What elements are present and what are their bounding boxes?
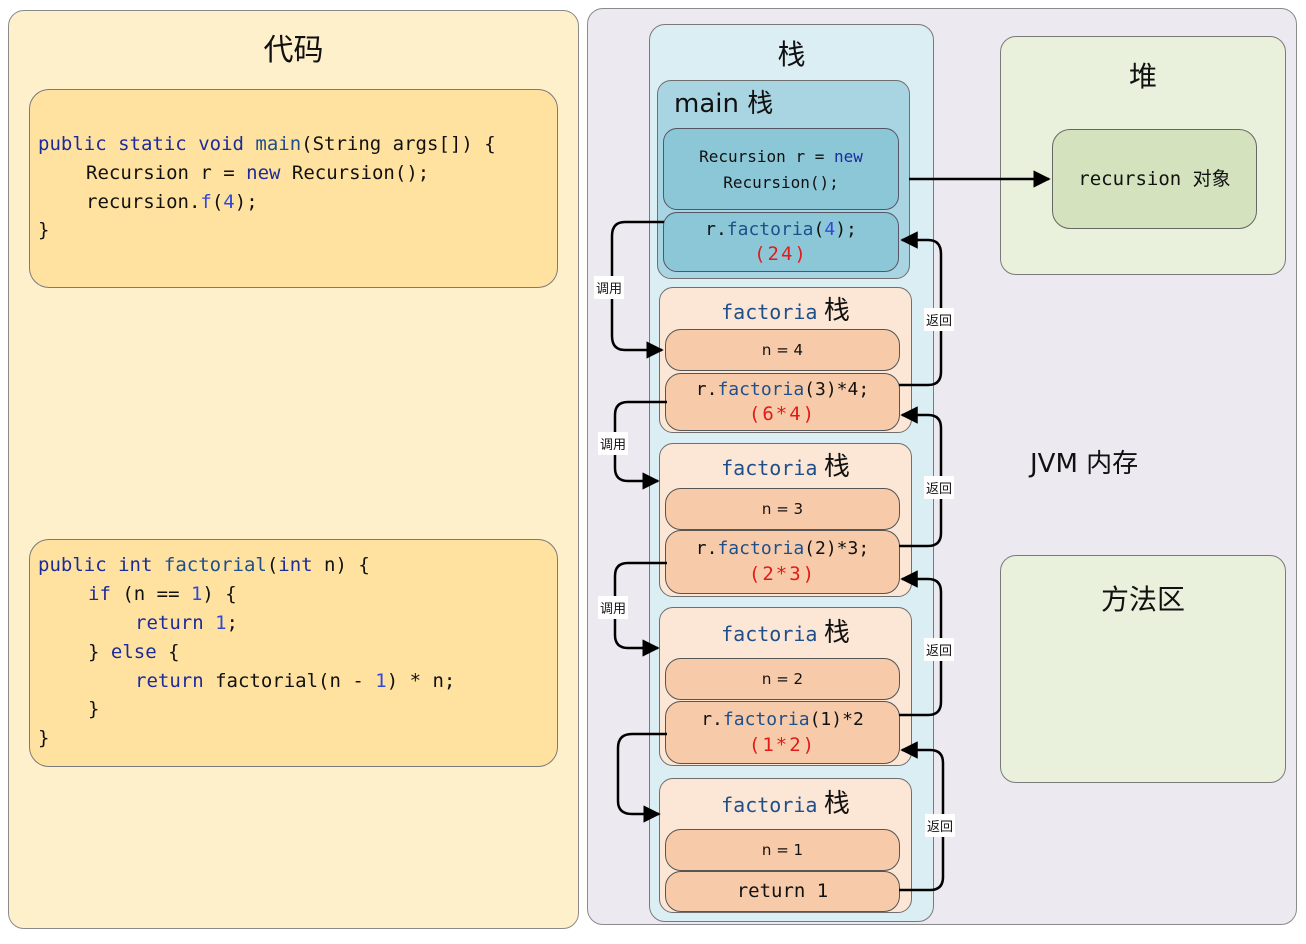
call-label: 调用 <box>598 596 629 619</box>
code-line: public static void main(String args[]) { <box>38 133 496 155</box>
n-value-cell: n = 3 <box>665 488 900 530</box>
return-label: 返回 <box>925 814 956 837</box>
code-line: public int factorial(int n) { <box>38 554 370 576</box>
return-label: 返回 <box>924 476 955 499</box>
code-line: recursion.f(4); <box>86 191 258 213</box>
code-panel-title: 代码 <box>263 33 324 68</box>
n-value-cell: n = 2 <box>665 658 900 700</box>
factorial-method-code-box: public int factorial(int n) { if (n == 1… <box>29 539 558 767</box>
main-call-cell: r.factoria(4); (24) <box>663 212 899 272</box>
call-arrow <box>616 732 667 823</box>
recursion-object: recursion 对象 <box>1052 129 1257 229</box>
n-value-cell: n = 4 <box>665 329 900 371</box>
n-value-cell: n = 1 <box>665 829 900 871</box>
code-line: } else { <box>88 641 180 663</box>
partial-result: (6*4) <box>748 403 817 425</box>
method-area-panel: 方法区 <box>1000 555 1286 783</box>
recursive-call-cell: r.factoria(1)*2 (1*2) <box>665 701 900 764</box>
code-line: return 1; <box>135 612 238 634</box>
partial-result: (2*3) <box>748 563 817 585</box>
factoria-frame-3: factoria 栈 n = 3 r.factoria(2)*3; (2*3) <box>659 443 912 597</box>
frame-title: factoria 栈 <box>721 452 850 482</box>
code-line: if (n == 1) { <box>88 583 237 605</box>
recursive-call-cell: r.factoria(3)*4; (6*4) <box>665 373 900 431</box>
main-result: (24) <box>754 243 808 265</box>
factoria-frame-4: factoria 栈 n = 4 r.factoria(3)*4; (6*4) <box>659 287 912 433</box>
code-line: return factorial(n - 1) * n; <box>135 670 456 692</box>
main-method-code-box: public static void main(String args[]) {… <box>29 89 558 288</box>
call-label: 调用 <box>598 432 629 455</box>
code-panel: 代码 public static void main(String args[]… <box>8 10 579 929</box>
code-line: Recursion r = new Recursion(); <box>86 162 430 184</box>
frame-title: factoria 栈 <box>721 789 850 819</box>
heap-title: 堆 <box>1128 60 1157 93</box>
stack-title: 栈 <box>777 38 806 71</box>
code-line: } <box>38 219 50 241</box>
main-frame-title: main 栈 <box>674 89 774 119</box>
method-area-title: 方法区 <box>1100 583 1185 616</box>
jvm-memory-label: JVM 内存 <box>1030 449 1139 479</box>
frame-title: factoria 栈 <box>721 618 850 648</box>
return-cell: return 1 <box>665 871 900 912</box>
recursive-call-cell: r.factoria(2)*3; (2*3) <box>665 530 900 594</box>
factoria-frame-2: factoria 栈 n = 2 r.factoria(1)*2 (1*2) <box>659 607 912 766</box>
code-line: } <box>88 698 100 720</box>
code-line: } <box>38 727 50 749</box>
partial-result: (1*2) <box>748 734 817 756</box>
frame-title: factoria 栈 <box>721 296 850 326</box>
return-label: 返回 <box>924 308 955 331</box>
factoria-frame-1: factoria 栈 n = 1 return 1 <box>659 778 912 913</box>
return-label: 返回 <box>924 638 955 661</box>
call-label: 调用 <box>594 276 625 299</box>
